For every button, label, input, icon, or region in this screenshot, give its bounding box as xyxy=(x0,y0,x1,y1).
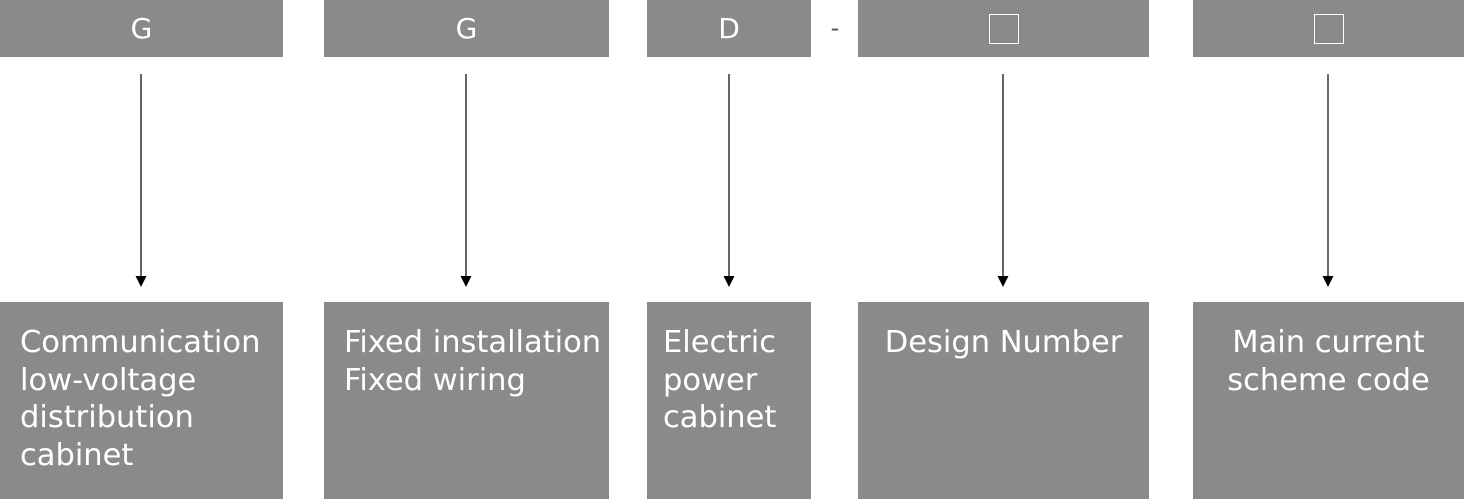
code-box-2: G xyxy=(324,0,609,57)
placeholder-square-icon xyxy=(1313,13,1344,44)
description-line: Electric xyxy=(663,325,777,360)
description-line: Main current xyxy=(1232,325,1425,360)
code-box-1: G xyxy=(0,0,283,57)
code-letter-3: D xyxy=(718,12,740,45)
separator-dash: - xyxy=(830,14,840,42)
code-letter-1: G xyxy=(130,12,153,45)
description-box-5: Main current scheme code xyxy=(1193,302,1464,499)
description-line: scheme code xyxy=(1227,362,1430,398)
description-line: cabinet xyxy=(20,437,134,473)
placeholder-square-icon xyxy=(988,13,1019,44)
description-box-3: Electric power cabinet xyxy=(647,302,811,499)
description-line: cabinet xyxy=(663,400,777,435)
description-line: power xyxy=(663,362,758,398)
code-box-3: D xyxy=(647,0,811,57)
code-box-4 xyxy=(858,0,1149,57)
description-line: Design Number xyxy=(884,325,1123,360)
arrow-3 xyxy=(723,74,735,287)
description-line: Communication xyxy=(20,325,261,360)
description-line: low-voltage xyxy=(20,362,197,398)
arrow-5 xyxy=(1322,74,1334,287)
description-line: Fixed wiring xyxy=(344,362,526,398)
arrow-4 xyxy=(997,74,1009,287)
code-letter-2: G xyxy=(455,12,478,45)
description-line: Fixed installation xyxy=(344,325,602,360)
description-box-2: Fixed installation Fixed wiring xyxy=(324,302,609,499)
arrow-2 xyxy=(460,74,472,287)
description-line: distribution xyxy=(20,400,194,435)
description-box-4: Design Number xyxy=(858,302,1149,499)
code-box-5 xyxy=(1193,0,1464,57)
description-box-1: Communication low-voltage distribution c… xyxy=(0,302,283,499)
arrow-1 xyxy=(135,74,147,287)
